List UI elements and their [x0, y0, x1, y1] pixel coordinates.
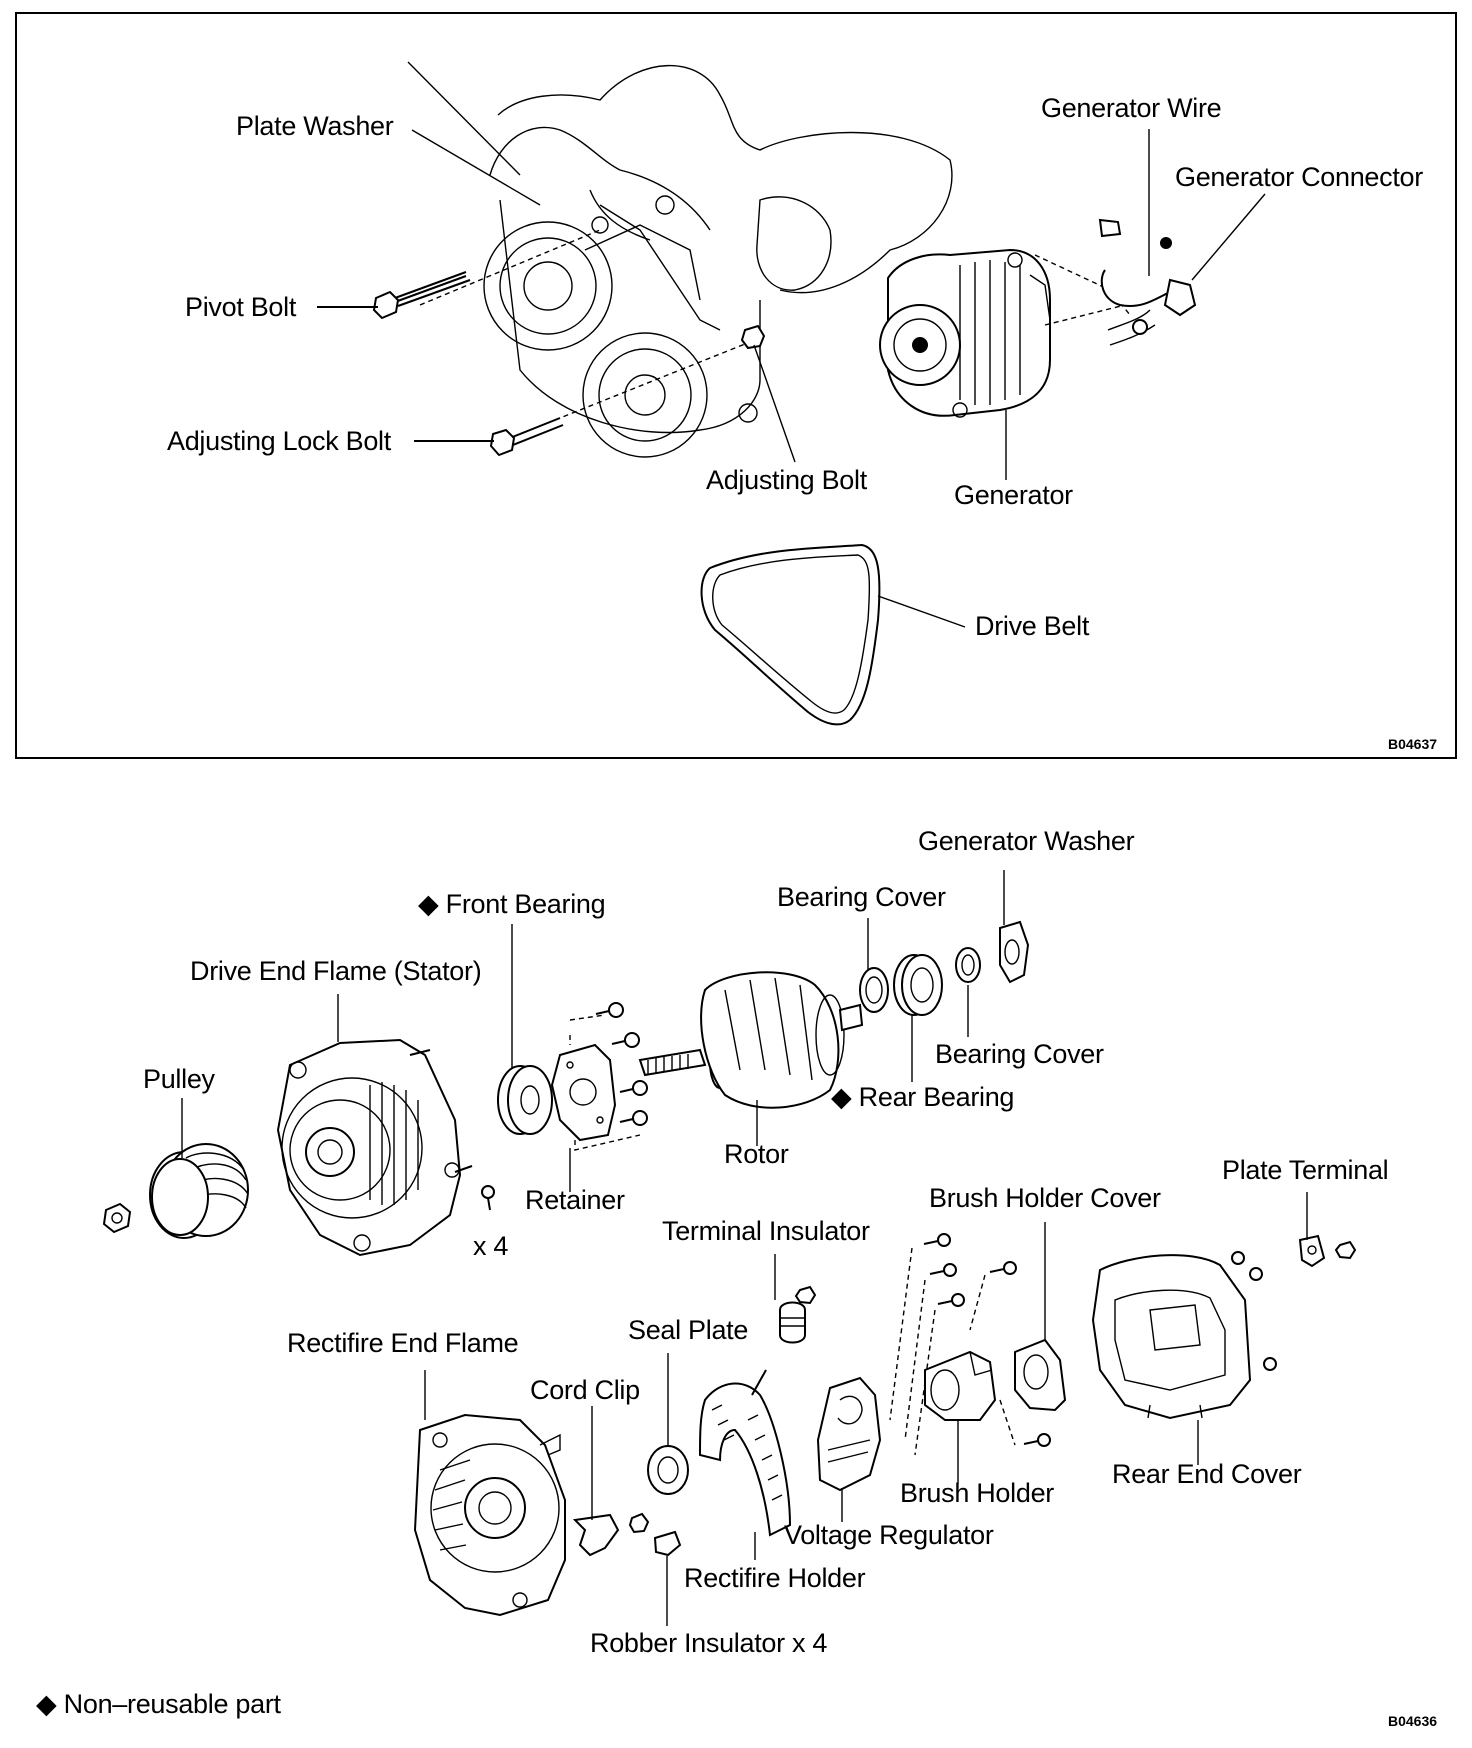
- label-pivot-bolt: Pivot Bolt: [185, 292, 297, 322]
- rear-end-cover-illustration: [1091, 1251, 1277, 1420]
- label-cord-clip: Cord Clip: [530, 1375, 640, 1405]
- label-adjusting-bolt: Adjusting Bolt: [706, 465, 867, 495]
- rotor-illustration: [638, 971, 864, 1109]
- label-brush-holder-cover: Brush Holder Cover: [929, 1183, 1161, 1213]
- engine-block-illustration: [372, 61, 953, 458]
- label-generator-connector: Generator Connector: [1175, 162, 1423, 192]
- plate-terminal-illustration: [1298, 1234, 1357, 1268]
- label-brush-holder: Brush Holder: [900, 1478, 1054, 1508]
- drive-end-frame-illustration: [276, 1038, 495, 1257]
- label-rear-bearing: ◆ Rear Bearing: [831, 1082, 1015, 1112]
- brush-holder-illustration: [924, 1350, 997, 1421]
- rectifire-holder-illustration: [698, 1369, 792, 1537]
- legend-non-reusable: ◆ Non–reusable part: [36, 1689, 281, 1719]
- top-leader-lines: [317, 129, 1266, 628]
- figure-code-bottom: B04636: [1388, 1713, 1438, 1729]
- drive-belt-illustration: [700, 543, 881, 726]
- label-plate-terminal: Plate Terminal: [1222, 1155, 1389, 1185]
- label-adjusting-lock-bolt: Adjusting Lock Bolt: [167, 426, 391, 456]
- label-retainer: Retainer: [525, 1185, 625, 1215]
- label-bearing-cover-top: Bearing Cover: [777, 882, 946, 912]
- label-generator-washer: Generator Washer: [918, 826, 1135, 856]
- voltage-regulator-illustration: [816, 1376, 882, 1492]
- front-bearing-illustration: [497, 1065, 553, 1135]
- label-rear-end-cover: Rear End Cover: [1112, 1459, 1302, 1489]
- regulator-screws-illustration: [889, 1233, 1051, 1456]
- generator-illustration: [879, 248, 1051, 418]
- label-rectifire-holder: Rectifire Holder: [684, 1563, 866, 1593]
- label-robber-insulator: Robber Insulator x 4: [590, 1628, 828, 1658]
- label-plate-washer: Plate Washer: [236, 111, 394, 141]
- label-seal-plate: Seal Plate: [628, 1315, 749, 1345]
- label-drive-belt: Drive Belt: [975, 611, 1090, 641]
- figure-code-top: B04637: [1388, 736, 1438, 752]
- label-pulley: Pulley: [143, 1064, 215, 1094]
- retainer-illustration: [550, 1014, 641, 1151]
- label-x4-bolts: x 4: [473, 1231, 509, 1261]
- pulley-illustration: [102, 1143, 249, 1239]
- rear-bearing-group-illustration: [859, 920, 1030, 1016]
- label-generator-wire: Generator Wire: [1041, 93, 1222, 123]
- label-terminal-insulator: Terminal Insulator: [662, 1216, 870, 1246]
- label-drive-end-flame: Drive End Flame (Stator): [190, 956, 482, 986]
- generator-wire-illustration: [1034, 218, 1197, 346]
- label-front-bearing: ◆ Front Bearing: [418, 889, 606, 919]
- terminal-insulator-illustration: [779, 1285, 817, 1344]
- label-rotor: Rotor: [724, 1139, 789, 1169]
- label-generator: Generator: [954, 480, 1073, 510]
- bottom-leader-lines: [181, 870, 1308, 1626]
- label-rectifire-end-flame: Rectifire End Flame: [287, 1328, 519, 1358]
- retainer-screws-illustration: [595, 1002, 648, 1126]
- label-bearing-cover-bottom: Bearing Cover: [935, 1039, 1104, 1069]
- label-voltage-regulator: Voltage Regulator: [784, 1520, 994, 1550]
- rectifire-end-frame-illustration: [413, 1413, 566, 1617]
- brush-holder-cover-illustration: [1014, 1338, 1067, 1412]
- cord-clip-group-illustration: [572, 1445, 689, 1557]
